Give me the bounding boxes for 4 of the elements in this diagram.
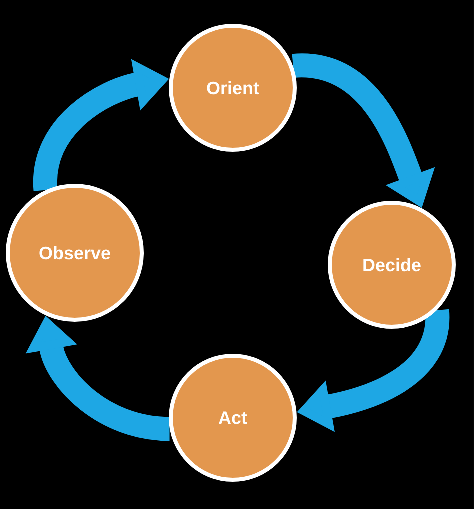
circle-node: Orient — [169, 24, 297, 152]
circle-node: Act — [169, 354, 297, 482]
circle-node: Decide — [328, 201, 456, 329]
circle-node: Observe — [6, 184, 144, 322]
